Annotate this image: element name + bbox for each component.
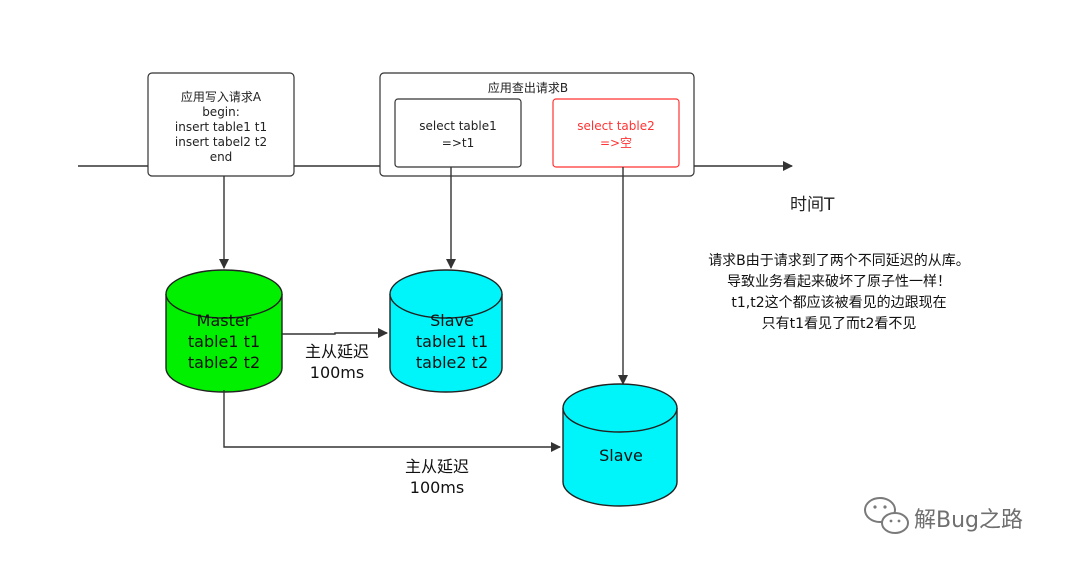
- delay-2-line-1: 100ms: [410, 478, 464, 497]
- slave-2-database: [562, 383, 678, 507]
- request-a-box: [147, 72, 295, 177]
- master-line-1: table1 t1: [188, 332, 260, 351]
- note-line-0: 请求B由于请求到了两个不同延迟的从库。: [708, 253, 970, 269]
- replication-arrow-2: [223, 390, 561, 452]
- slave-1-database: [389, 269, 503, 393]
- request-a-line-0: 应用写入请求A: [181, 89, 262, 104]
- slave-1-line-0: Slave: [430, 311, 474, 330]
- wechat-icon: [864, 497, 909, 534]
- request-a-line-4: end: [210, 150, 233, 164]
- master-line-2: table2 t2: [188, 353, 260, 372]
- master-database: [165, 269, 283, 393]
- query-1-box: [394, 98, 522, 168]
- timeline-label: 时间T: [790, 195, 835, 215]
- delay-1-line-0: 主从延迟: [305, 342, 369, 361]
- delay-2-line-0: 主从延迟: [405, 457, 469, 476]
- master-line-0: Master: [197, 311, 252, 330]
- request-a-line-1: begin:: [202, 105, 240, 119]
- watermark-text: 解Bug之路: [914, 508, 1023, 533]
- slave-2-label: Slave: [599, 446, 643, 465]
- note-line-3: 只有t1看见了而t2看不见: [762, 316, 917, 332]
- query-2-line-1: =>空: [600, 136, 632, 150]
- slave-1-line-2: table2 t2: [416, 353, 488, 372]
- query-2-box: [552, 98, 680, 168]
- note-line-2: t1,t2这个都应该被看见的边跟现在: [731, 294, 946, 311]
- query-1-line-0: select table1: [419, 119, 497, 133]
- query-1-line-1: =>t1: [442, 136, 474, 150]
- request-a-line-3: insert tabel2 t2: [175, 135, 267, 149]
- request-a-line-2: insert table1 t1: [175, 120, 267, 134]
- replication-arrow-1: [282, 328, 388, 338]
- delay-1-line-1: 100ms: [310, 363, 364, 382]
- slave-1-line-1: table1 t1: [416, 332, 488, 351]
- query-2-line-0: select table2: [577, 119, 655, 133]
- request-b-title: 应用查出请求B: [488, 80, 568, 95]
- note-line-1: 导致业务看起来破坏了原子性一样！: [727, 274, 951, 290]
